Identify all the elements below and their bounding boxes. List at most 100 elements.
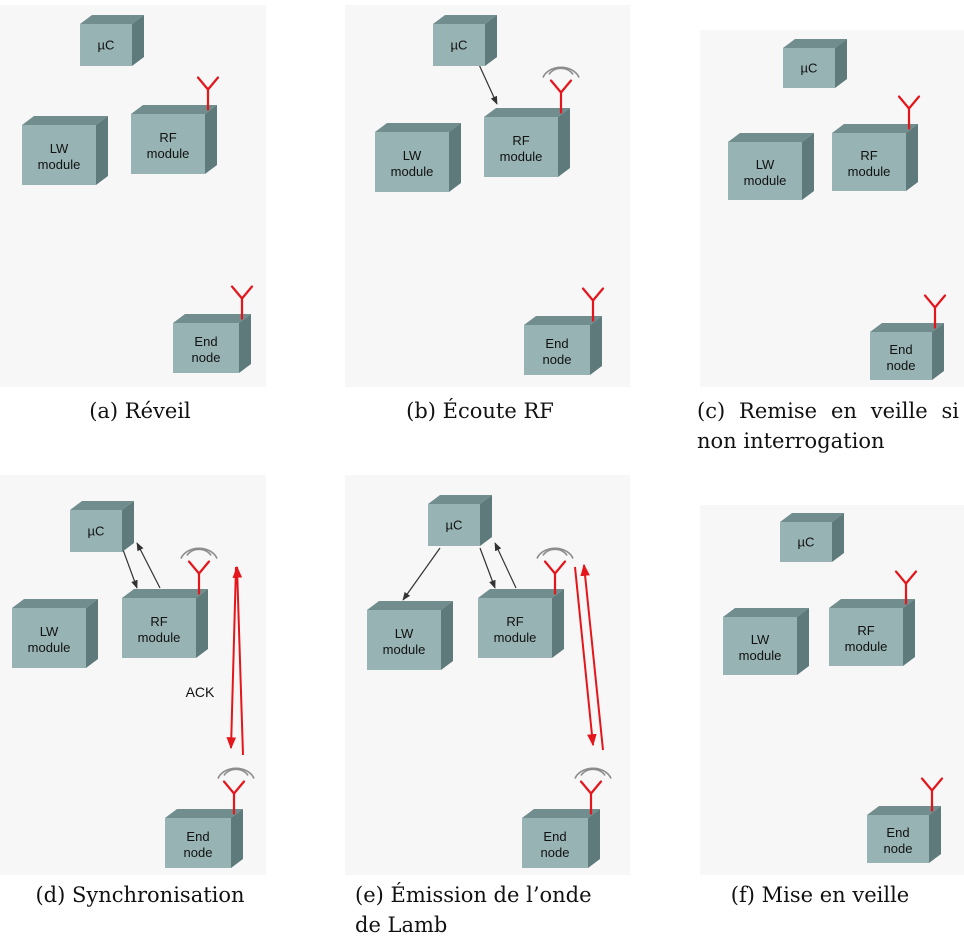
panel-a-uc-box: µC (80, 15, 144, 66)
box-side-face (485, 15, 497, 66)
antenna-arm-right (591, 287, 605, 302)
panel-d-ack-label: ACK (186, 684, 215, 700)
box-side-face (802, 133, 814, 200)
box-label-line1: LW (403, 148, 422, 163)
box-side-face (929, 806, 941, 863)
box-top-face (728, 133, 814, 142)
wave-outer (542, 66, 580, 78)
panel-b-radio-waves-icon (542, 66, 580, 78)
box-top-face (484, 108, 570, 117)
box-label-line2: module (138, 630, 181, 645)
wave-outer (574, 767, 612, 779)
box-top-face (780, 513, 844, 522)
box-side-face (239, 314, 251, 373)
panel-d-uc-box: µC (70, 501, 134, 552)
box-front-face (131, 114, 205, 174)
box-label-line2: module (28, 640, 71, 655)
wave-outer (217, 767, 255, 779)
box-label-line1: End (194, 334, 217, 349)
panel-c-uc-box: µC (783, 39, 847, 88)
box-label-line1: LW (756, 157, 775, 172)
box-top-face (783, 39, 847, 48)
panel-d-arrow-rf-to-uc (136, 542, 161, 589)
antenna-arm-left (222, 780, 236, 795)
antenna-arm-left (894, 570, 908, 585)
caption-d: (d) Synchronisation (35, 883, 245, 907)
panel-d-rf-antenna-icon (187, 560, 211, 595)
box-front-face (165, 818, 231, 868)
wave-inner (580, 768, 606, 776)
antenna-arm-left (897, 95, 911, 110)
box-label-line1: End (886, 825, 909, 840)
box-side-face (205, 105, 217, 174)
antenna-arm-left (543, 560, 557, 575)
box-side-face (932, 323, 944, 380)
box-side-face (122, 501, 134, 552)
box-label-line2: module (500, 149, 543, 164)
box-top-face (367, 601, 453, 610)
box-top-face (867, 806, 941, 815)
box-label-line1: RF (159, 130, 176, 145)
box-front-face (478, 598, 552, 658)
box-label-line1: RF (506, 614, 523, 629)
box-front-face (867, 815, 929, 863)
box-side-face (196, 589, 208, 658)
antenna-arm-left (230, 285, 244, 300)
box-top-face (12, 599, 98, 608)
panel-a-end-antenna-icon (230, 285, 254, 320)
box-side-face (903, 599, 915, 666)
panel-f-rf-antenna-icon (894, 570, 918, 605)
box-label-line2: node (541, 845, 570, 860)
box-front-face (433, 24, 485, 66)
box-front-face (728, 142, 802, 200)
antenna-arm-left (579, 780, 593, 795)
caption-b: (b) Écoute RF (406, 399, 554, 423)
antenna-arm-right (930, 777, 944, 792)
box-label-line2: module (845, 639, 888, 654)
box-label-line2: module (494, 630, 537, 645)
panel-e-arrow-uc-to-rf (479, 547, 496, 589)
antenna-arm-right (197, 560, 211, 575)
panel-e-rf-antenna-icon (543, 560, 567, 595)
boxes-layer: µCLWmoduleRFmoduleEndnodeµCLWmoduleRFmod… (12, 15, 947, 868)
box-top-face (122, 589, 208, 598)
box-top-face (723, 608, 809, 617)
wave-inner (542, 548, 568, 556)
box-label-line2: module (147, 146, 190, 161)
box-label: µC (798, 535, 815, 550)
antenna-arm-left (923, 294, 937, 309)
box-front-face (522, 818, 588, 868)
box-top-face (829, 599, 915, 608)
wave-outer (180, 547, 218, 559)
box-label-line1: LW (395, 626, 414, 641)
box-top-face (165, 809, 243, 818)
box-side-face (441, 601, 453, 670)
box-top-face (80, 15, 144, 24)
box-side-face (231, 809, 243, 868)
box-top-face (173, 314, 251, 323)
box-label-line2: node (884, 841, 913, 856)
box-top-face (22, 116, 108, 125)
box-label-line1: LW (751, 632, 770, 647)
box-label-line2: module (744, 173, 787, 188)
antenna-arm-right (933, 294, 947, 309)
panel-d-arrow-uc-to-rf (121, 546, 138, 589)
box-label-line1: RF (857, 623, 874, 638)
box-label-line1: End (545, 336, 568, 351)
box-side-face (132, 15, 144, 66)
box-front-face (780, 522, 832, 562)
box-side-face (558, 108, 570, 177)
panel-e-arrow-uc-to-lw (402, 547, 441, 601)
box-label-line2: module (38, 157, 81, 172)
box-side-face (832, 513, 844, 562)
